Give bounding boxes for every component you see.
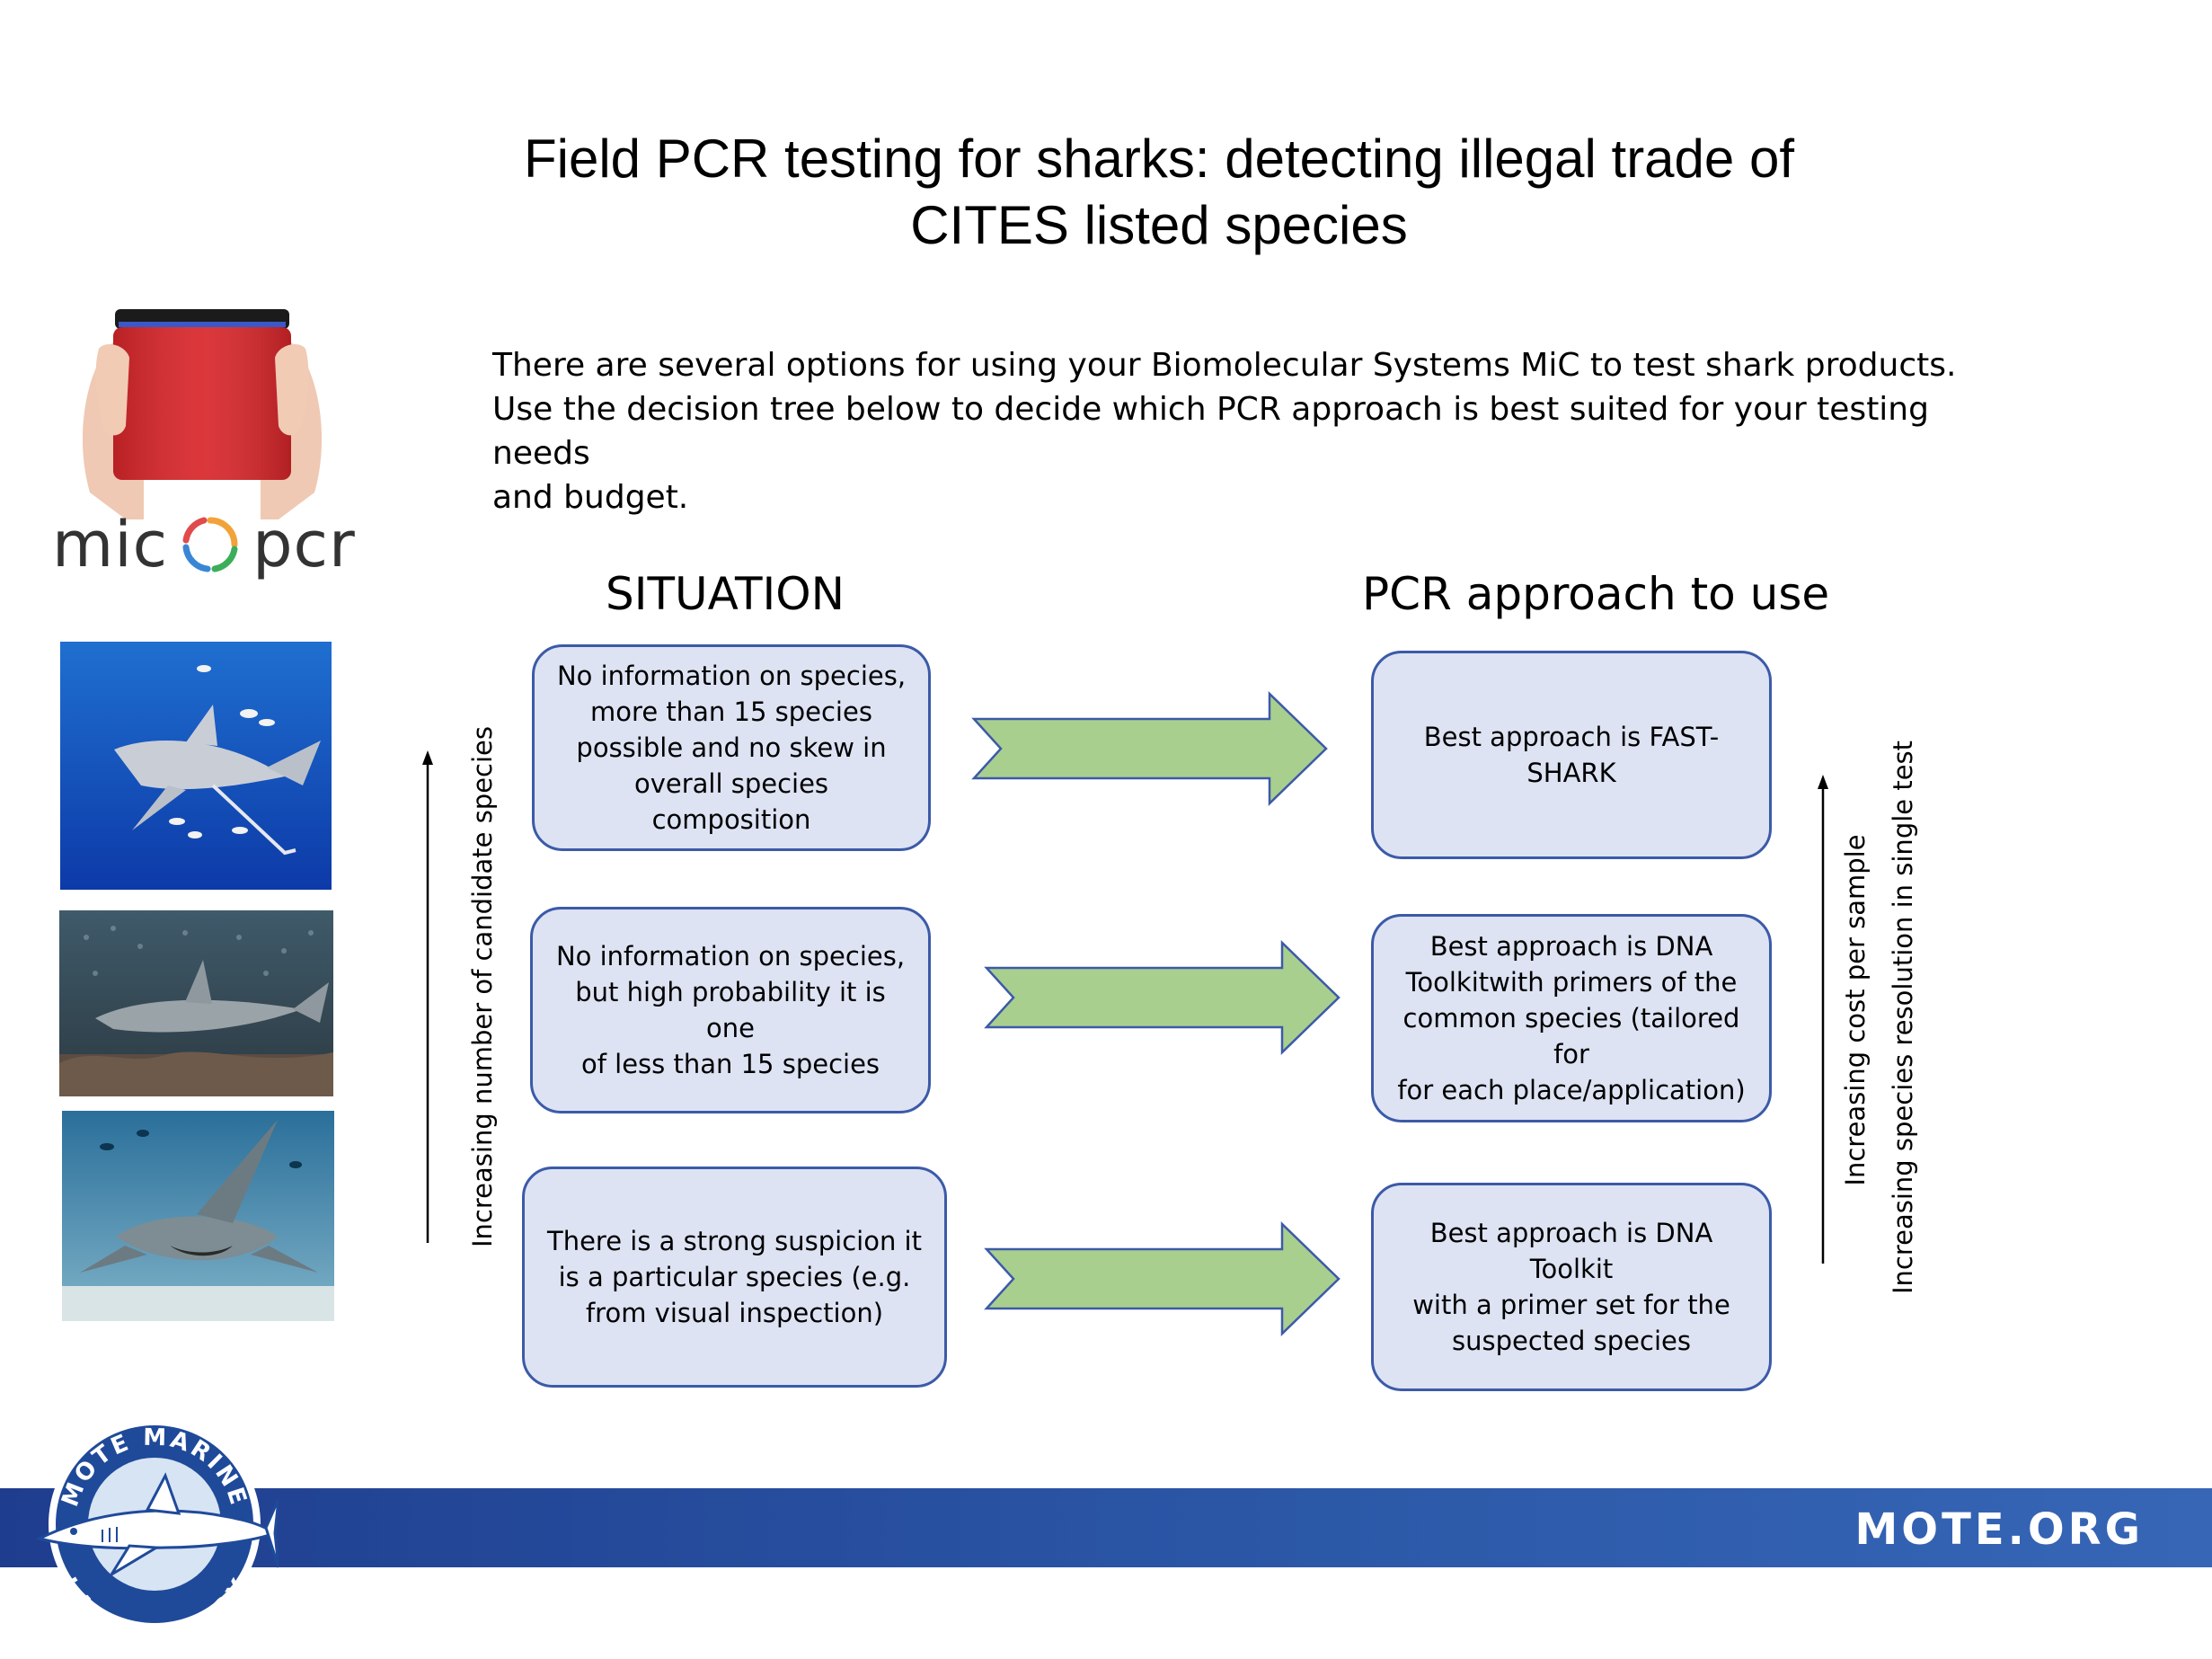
approach-2-line: Toolkitwith primers of the — [1405, 967, 1738, 998]
intro-text: There are several options for using your… — [492, 343, 1966, 519]
situation-box-2: No information on species, but high prob… — [530, 907, 931, 1113]
situation-1-line: overall species composition — [633, 768, 829, 835]
approach-3-line: with a primer set for the — [1412, 1290, 1730, 1320]
mic-device-image — [54, 286, 350, 519]
situation-1-line: possible and no skew in — [576, 732, 887, 763]
situation-1-line: more than 15 species — [590, 696, 872, 727]
title-line-1: Field PCR testing for sharks: detecting … — [523, 129, 1794, 189]
approach-3-line: Best approach is DNA Toolkit — [1429, 1218, 1713, 1284]
title-line-2: CITES listed species — [910, 195, 1408, 255]
mic-logo-right: pcr — [252, 508, 356, 581]
situation-box-1: No information on species, more than 15 … — [532, 644, 931, 851]
right-axis-label-cost: Increasing cost per sample — [1840, 834, 1871, 1186]
left-axis-label: Increasing number of candidate species — [467, 726, 498, 1247]
mic-logo-left: mic — [52, 508, 169, 581]
intro-line-2: Use the decision tree below to decide wh… — [492, 391, 1929, 472]
approach-2-line: for each place/application) — [1397, 1075, 1746, 1105]
arrow-3-icon — [984, 1221, 1340, 1336]
shark-photo-oceanic-whitetip — [60, 642, 332, 890]
page-title: Field PCR testing for sharks: detecting … — [449, 126, 1869, 259]
approach-box-2: Best approach is DNA Toolkitwith primers… — [1371, 914, 1772, 1122]
left-axis-arrow-icon — [422, 750, 433, 1243]
approach-box-1: Best approach is FAST-SHARK — [1371, 651, 1772, 859]
situation-1-line: No information on species, — [556, 661, 907, 691]
situation-2-line: No information on species, — [555, 941, 906, 971]
situation-box-3: There is a strong suspicion it is a part… — [522, 1167, 947, 1388]
situation-header: SITUATION — [606, 568, 845, 620]
pcr-approach-header: PCR approach to use — [1362, 568, 1830, 620]
right-axis-arrow-icon — [1818, 775, 1828, 1264]
shark-photo-reef-shark — [59, 910, 333, 1096]
mote-marine-logo: MOTE MARINE LABORATORY — [31, 1413, 280, 1650]
approach-1-line: Best approach is FAST-SHARK — [1423, 722, 1720, 788]
mic-pcr-logo: mic pcr — [52, 509, 358, 581]
situation-3-line: is a particular species (e.g. — [558, 1262, 911, 1292]
situation-3-line: from visual inspection) — [585, 1298, 884, 1328]
arrow-2-icon — [984, 940, 1340, 1055]
footer-site-link[interactable]: MOTE.ORG — [1854, 1504, 2144, 1555]
approach-3-line: suspected species — [1452, 1326, 1691, 1356]
right-axis-label-resolution: Increasing species resolution in single … — [1888, 740, 1918, 1295]
situation-2-line: of less than 15 species — [580, 1049, 880, 1079]
intro-line-1: There are several options for using your… — [492, 347, 1957, 384]
approach-2-line: common species (tailored for — [1402, 1003, 1740, 1069]
situation-3-line: There is a strong suspicion it — [546, 1226, 922, 1256]
footer-band — [0, 1488, 2212, 1567]
approach-box-3: Best approach is DNA Toolkit with a prim… — [1371, 1183, 1772, 1391]
shark-icon — [35, 1472, 280, 1576]
arrow-1-icon — [971, 691, 1328, 806]
shark-photo-tiger-shark — [62, 1111, 334, 1321]
situation-2-line: but high probability it is one — [575, 977, 886, 1043]
approach-2-line: Best approach is DNA — [1429, 931, 1713, 962]
intro-line-3: and budget. — [492, 479, 689, 516]
mic-ring-icon — [182, 517, 238, 572]
